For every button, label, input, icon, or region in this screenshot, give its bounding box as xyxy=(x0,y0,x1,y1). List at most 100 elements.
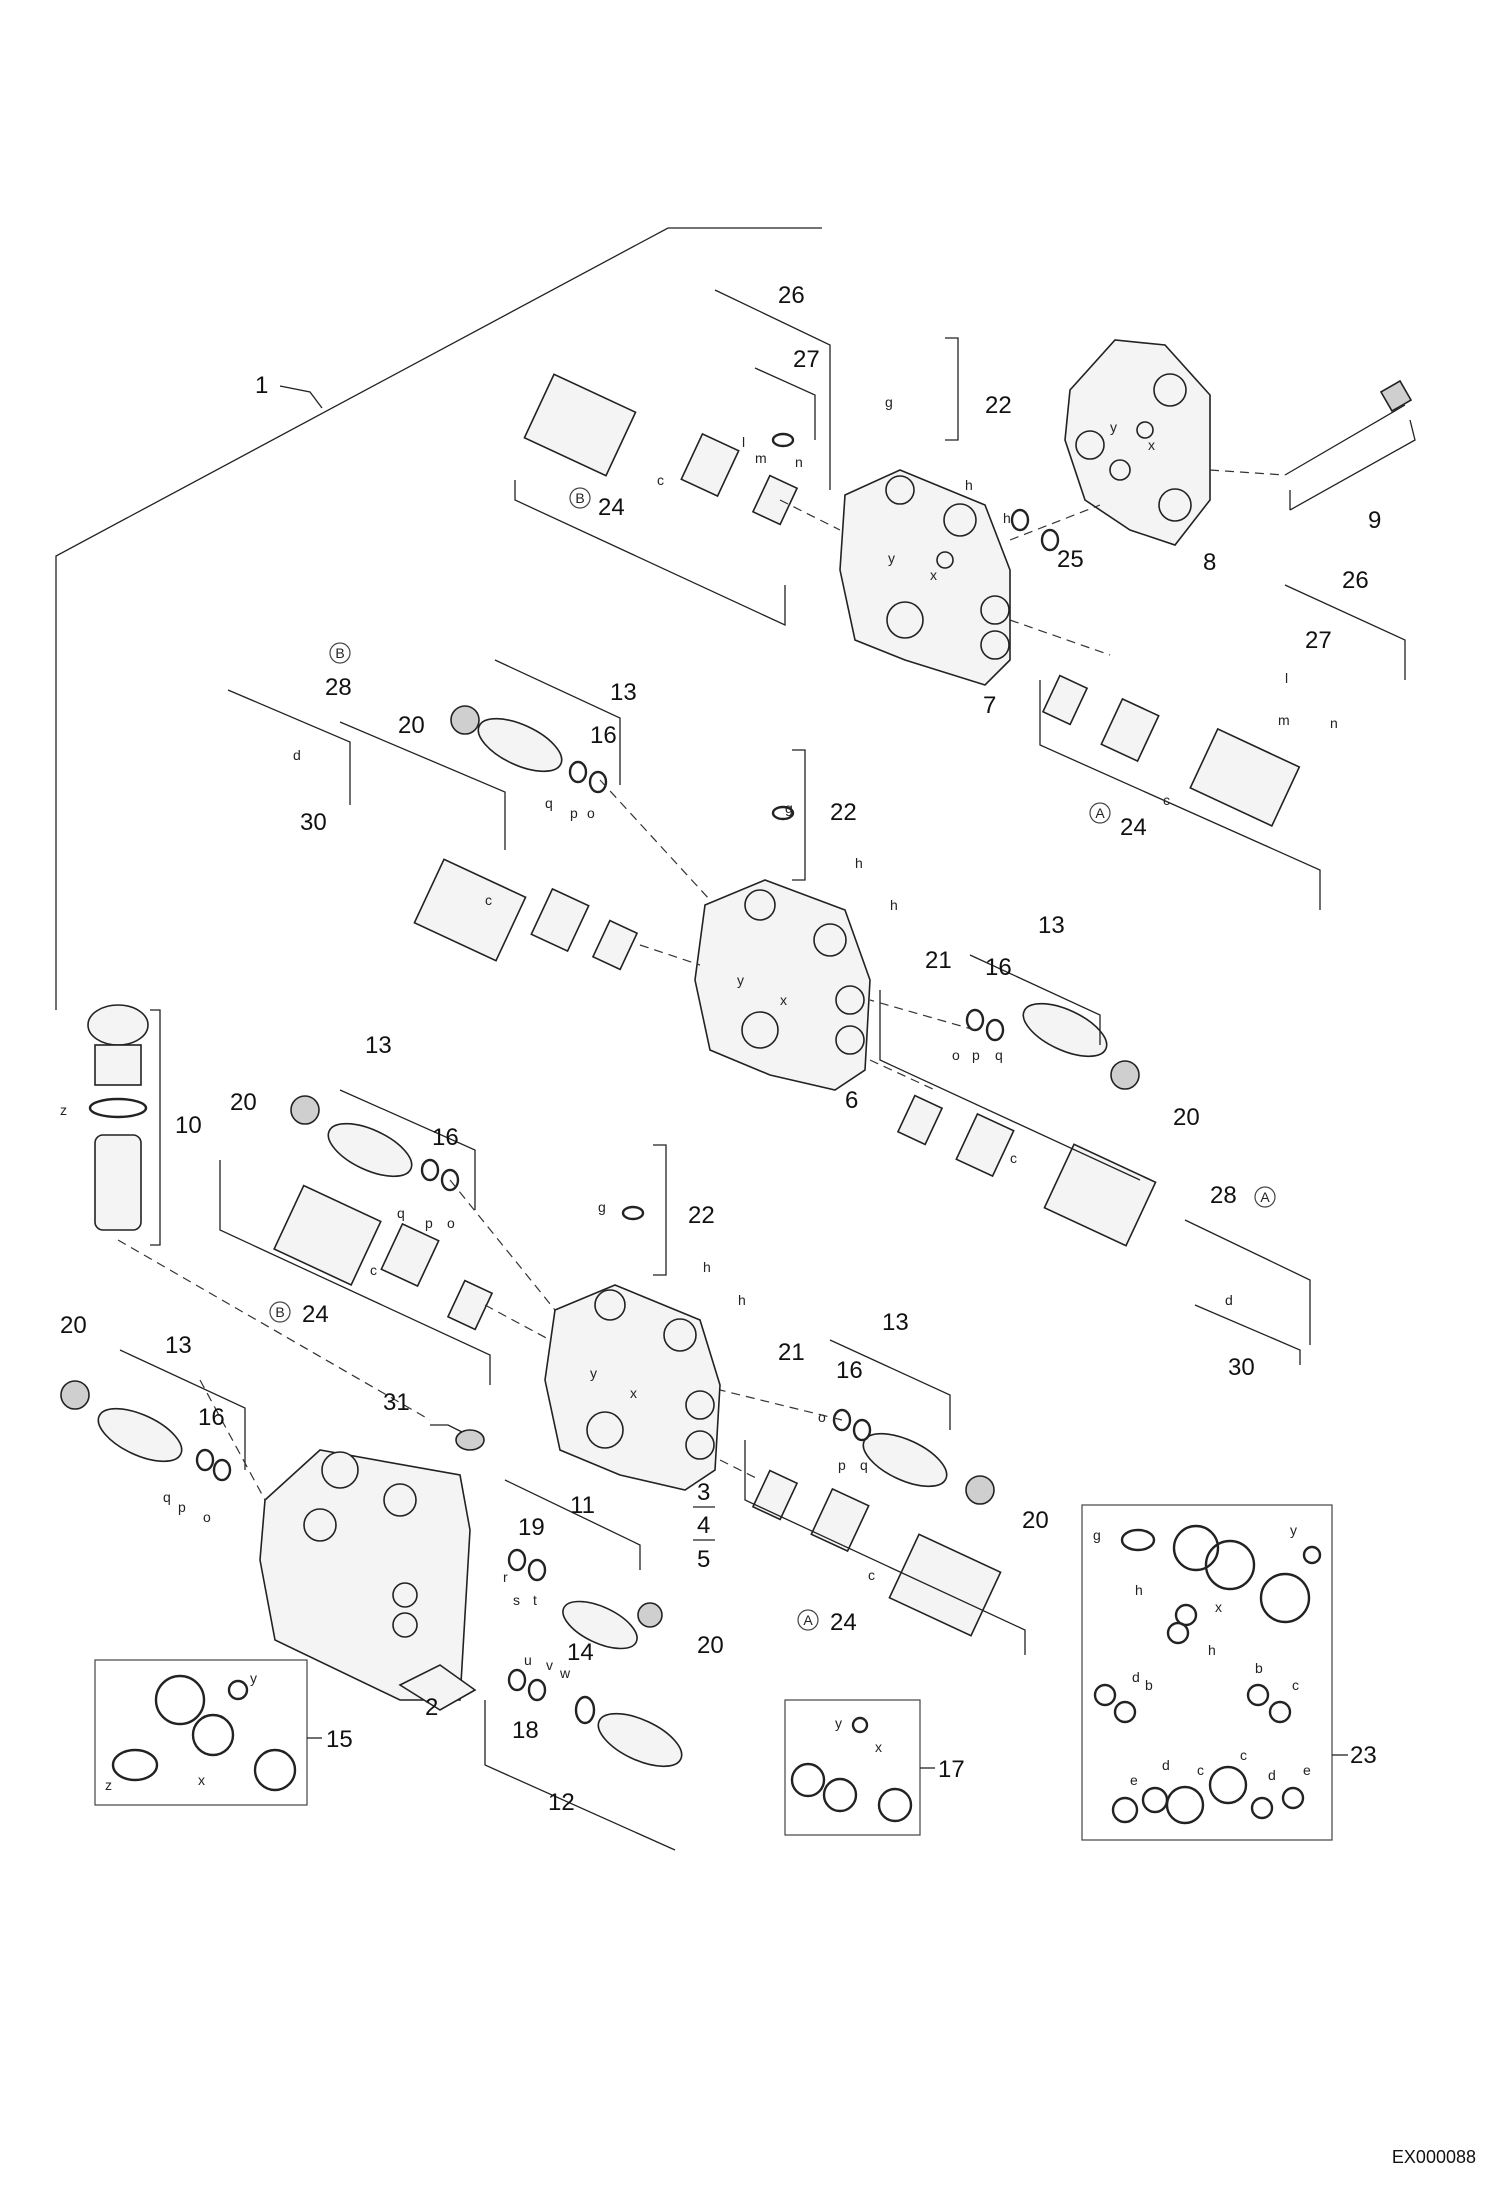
svg-text:y: y xyxy=(1290,1522,1297,1538)
marker-a-right: A xyxy=(1089,802,1111,824)
svg-text:o: o xyxy=(447,1215,455,1231)
callout-21: 21 xyxy=(925,947,952,974)
marker-a-lower: A xyxy=(797,1609,819,1631)
svg-text:m: m xyxy=(755,450,767,466)
svg-text:x: x xyxy=(198,1772,205,1788)
svg-text:c: c xyxy=(1163,792,1170,808)
callout-17: 17 xyxy=(938,1756,965,1783)
svg-text:w: w xyxy=(559,1665,571,1681)
callout-24: 24 xyxy=(598,494,625,521)
svg-text:y: y xyxy=(250,1670,257,1686)
callout-24: 24 xyxy=(302,1301,329,1328)
marker-b-lower: B xyxy=(269,1301,291,1323)
inlet-section-2 xyxy=(259,1449,477,1711)
svg-text:c: c xyxy=(485,892,492,908)
callout-20: 20 xyxy=(230,1089,257,1116)
spring-cover-28-left xyxy=(413,858,639,971)
svg-text:g: g xyxy=(885,394,893,410)
callout-13: 13 xyxy=(165,1332,192,1359)
marker-b-left: B xyxy=(329,642,351,664)
svg-text:h: h xyxy=(703,1259,711,1275)
svg-text:c: c xyxy=(868,1567,875,1583)
svg-text:h: h xyxy=(1208,1642,1216,1658)
svg-text:z: z xyxy=(105,1777,112,1793)
cartridge-13-lower-right xyxy=(862,1432,995,1505)
svg-text:y: y xyxy=(1110,419,1117,435)
svg-text:y: y xyxy=(888,550,895,566)
callout-22: 22 xyxy=(985,392,1012,419)
svg-text:d: d xyxy=(1225,1292,1233,1308)
callout-26: 26 xyxy=(778,282,805,309)
marker-b-top: B xyxy=(569,487,591,509)
svg-text:o: o xyxy=(203,1509,211,1525)
svg-text:c: c xyxy=(1010,1150,1017,1166)
spring-cover-24-lower-right xyxy=(751,1469,1002,1637)
callout-20: 20 xyxy=(60,1312,87,1339)
svg-text:h: h xyxy=(1003,510,1011,526)
svg-text:A: A xyxy=(803,1612,813,1628)
cartridge-13-top xyxy=(450,705,563,773)
svg-text:A: A xyxy=(1260,1189,1270,1205)
callout-3: 3 xyxy=(697,1479,710,1506)
svg-text:B: B xyxy=(335,645,344,661)
svg-text:e: e xyxy=(1130,1772,1138,1788)
callout-13: 13 xyxy=(610,679,637,706)
svg-text:p: p xyxy=(972,1047,980,1063)
relief-valve-12 xyxy=(574,1695,683,1768)
callout-1: 1 xyxy=(255,372,268,399)
callout-16: 16 xyxy=(590,722,617,749)
spring-cover-24-top xyxy=(523,373,799,526)
svg-text:m: m xyxy=(1278,712,1290,728)
seal-letter-labels: g h h y x y x l m n c l m n c d c g h h … xyxy=(60,394,1338,1793)
svg-text:p: p xyxy=(178,1499,186,1515)
callout-13: 13 xyxy=(1038,912,1065,939)
callout-24: 24 xyxy=(830,1609,857,1636)
tie-rod-9 xyxy=(1284,379,1416,511)
spring-cover-24-right xyxy=(1041,674,1301,827)
callout-26: 26 xyxy=(1342,567,1369,594)
svg-text:s: s xyxy=(513,1592,520,1608)
svg-text:c: c xyxy=(1197,1762,1204,1778)
svg-text:p: p xyxy=(425,1215,433,1231)
callout-24: 24 xyxy=(1120,814,1147,841)
assembly-bracket-1 xyxy=(55,227,822,1010)
callout-13: 13 xyxy=(882,1309,909,1336)
seal-kit-23-box xyxy=(1081,1504,1348,1841)
svg-text:d: d xyxy=(1162,1757,1170,1773)
valve-section-6 xyxy=(694,879,871,1091)
callout-30: 30 xyxy=(300,809,327,836)
end-cover-8 xyxy=(1064,339,1211,546)
svg-text:g: g xyxy=(1093,1527,1101,1543)
svg-text:o: o xyxy=(952,1047,960,1063)
svg-text:d: d xyxy=(293,747,301,763)
svg-text:o: o xyxy=(587,805,595,821)
dashed-assembly-lines xyxy=(199,469,1286,1501)
svg-text:q: q xyxy=(397,1205,405,1221)
callout-11: 11 xyxy=(570,1492,595,1519)
seal-rings xyxy=(195,432,1060,1702)
callout-4: 4 xyxy=(697,1512,710,1539)
callout-15: 15 xyxy=(326,1726,353,1753)
marker-a-mid: A xyxy=(1254,1186,1276,1208)
svg-text:q: q xyxy=(995,1047,1003,1063)
callout-16: 16 xyxy=(198,1404,225,1431)
plug-31 xyxy=(430,1424,485,1451)
callout-6: 6 xyxy=(845,1087,858,1114)
seal-kit-15-box xyxy=(94,1659,322,1806)
callout-30: 30 xyxy=(1228,1354,1255,1381)
svg-text:x: x xyxy=(630,1385,637,1401)
svg-text:h: h xyxy=(738,1292,746,1308)
callout-5: 5 xyxy=(697,1546,710,1573)
svg-text:c: c xyxy=(1292,1677,1299,1693)
svg-text:u: u xyxy=(524,1652,532,1668)
drawing-code: EX000088 xyxy=(1391,2147,1476,2167)
callout-22: 22 xyxy=(830,799,857,826)
svg-text:e: e xyxy=(1303,1762,1311,1778)
svg-text:n: n xyxy=(795,454,803,470)
svg-text:r: r xyxy=(503,1569,508,1585)
svg-text:q: q xyxy=(545,795,553,811)
callout-20: 20 xyxy=(697,1632,724,1659)
callout-10: 10 xyxy=(175,1112,202,1139)
svg-text:h: h xyxy=(855,855,863,871)
